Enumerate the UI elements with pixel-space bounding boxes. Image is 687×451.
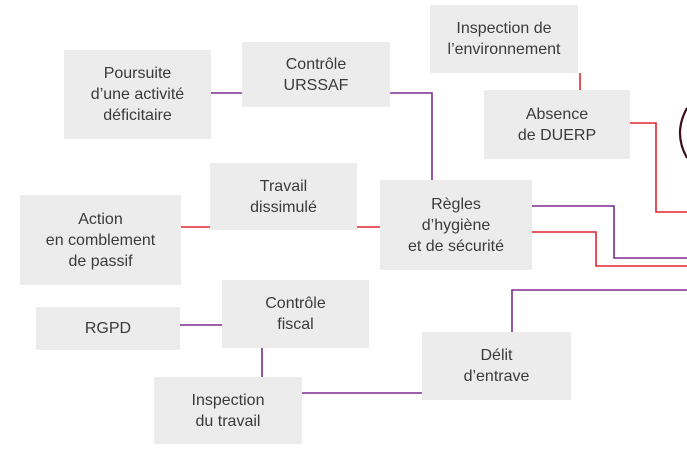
node-action-comblement: Action en comblement de passif [20, 195, 181, 285]
connector-delit-edge [511, 289, 687, 332]
node-inspection-travail: Inspection du travail [154, 377, 302, 444]
node-regles-hygiene: Règles d’hygiène et de sécurité [380, 180, 532, 270]
node-poursuite-activite: Poursuite d’une activité déficitaire [64, 50, 211, 139]
node-travail-dissimule: Travail dissimulé [210, 163, 357, 230]
node-absence-duerp: Absence de DUERP [484, 90, 630, 159]
node-delit-entrave: Délit d’entrave [422, 332, 571, 400]
arc-decoration [678, 107, 687, 159]
connector-regles-edge-1 [532, 205, 687, 259]
node-inspection-environnement: Inspection de l’environnement [430, 5, 578, 73]
node-controle-fiscal: Contrôle fiscal [222, 280, 369, 348]
connector-urssaf-regles [390, 92, 433, 180]
node-controle-urssaf: Contrôle URSSAF [242, 42, 390, 107]
node-rgpd: RGPD [36, 307, 180, 350]
connector-duerp-edge [630, 122, 687, 213]
connector-regles-edge-2 [532, 231, 687, 267]
